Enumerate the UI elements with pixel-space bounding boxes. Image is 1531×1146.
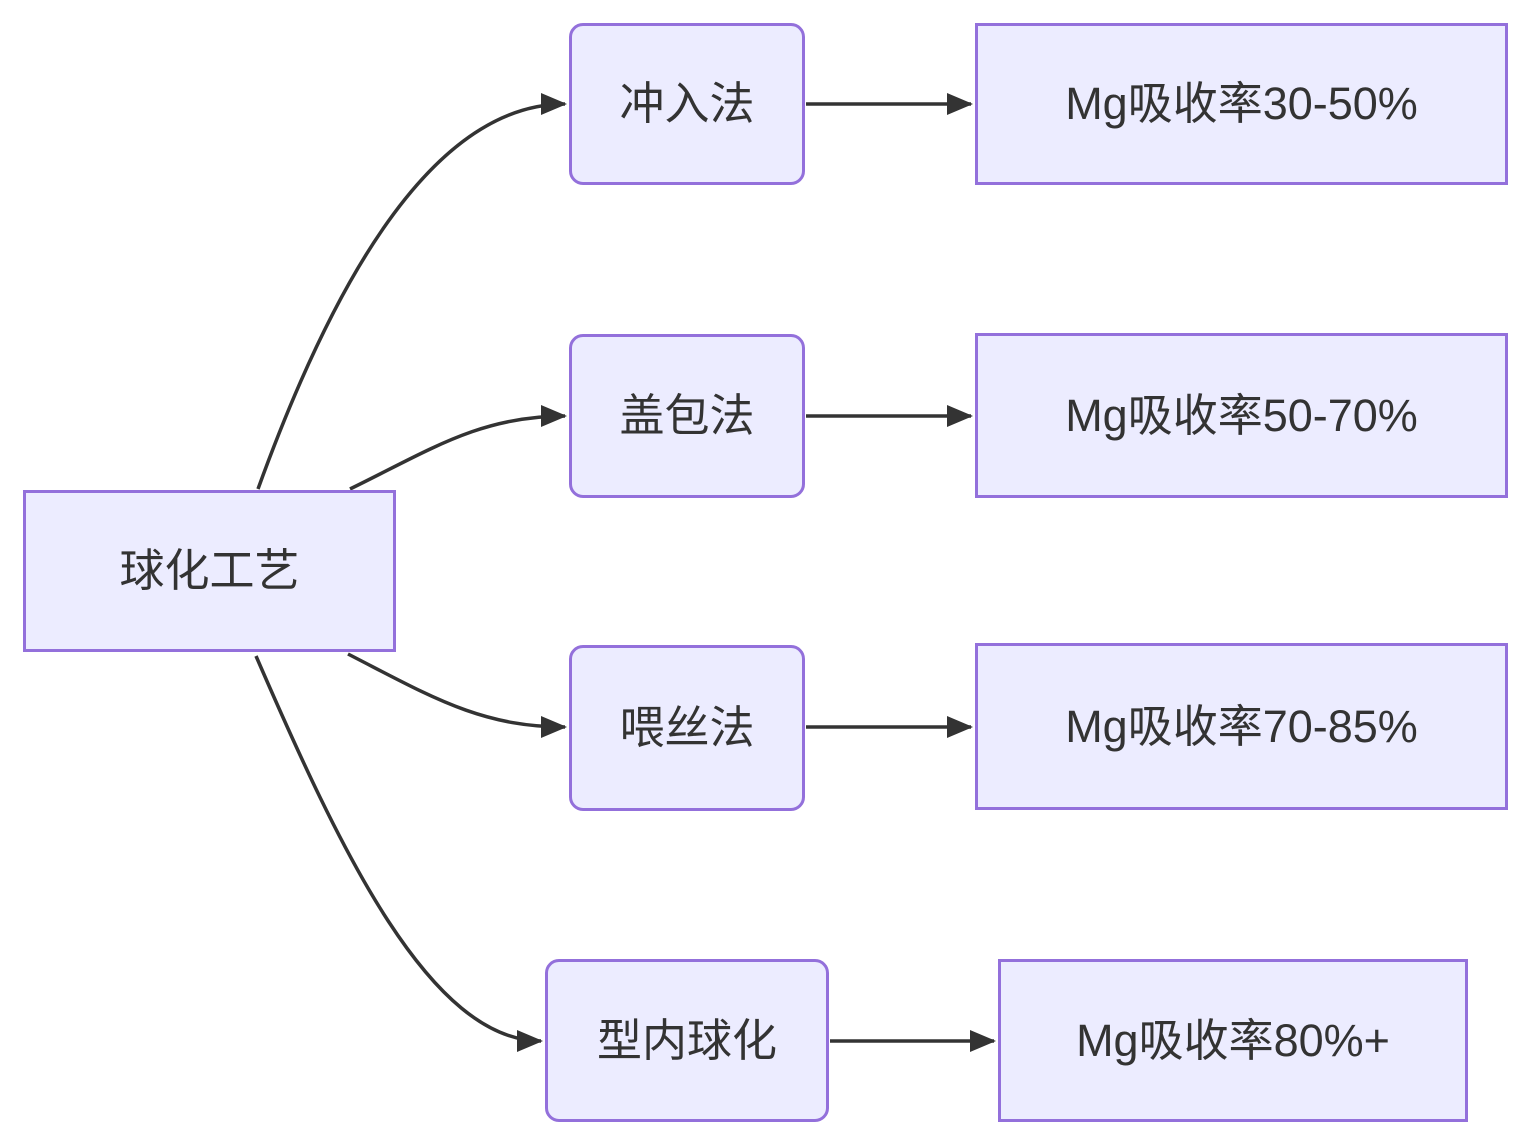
node-label: Mg吸收率80%+ [1076, 1014, 1390, 1066]
node-method-in-mold: 型内球化 [545, 959, 829, 1122]
node-label: 球化工艺 [119, 545, 300, 596]
node-result-absorption-50-70: Mg吸收率50-70% [975, 333, 1508, 498]
edge-root-to-method-4 [254, 655, 543, 1052]
node-result-absorption-30-50: Mg吸收率30-50% [975, 23, 1508, 185]
node-result-absorption-70-85: Mg吸收率70-85% [975, 643, 1508, 810]
node-label: Mg吸收率70-85% [1065, 700, 1418, 752]
edge-root-to-method-2 [349, 405, 567, 491]
node-label: Mg吸收率30-50% [1065, 78, 1418, 129]
node-label: 喂丝法 [619, 702, 755, 753]
edge-root-to-method-1 [256, 93, 567, 490]
node-result-absorption-80-plus: Mg吸收率80%+ [998, 959, 1468, 1122]
node-label: 冲入法 [619, 78, 755, 129]
node-label: 盖包法 [619, 390, 755, 441]
edge-root-to-method-3 [347, 652, 567, 738]
node-method-cover-ladle: 盖包法 [569, 334, 805, 498]
node-root-process: 球化工艺 [23, 490, 396, 652]
node-label: 型内球化 [596, 1014, 777, 1066]
node-label: Mg吸收率50-70% [1065, 389, 1418, 441]
node-method-wire-feeding: 喂丝法 [569, 645, 805, 811]
node-method-pour-over: 冲入法 [569, 23, 805, 185]
